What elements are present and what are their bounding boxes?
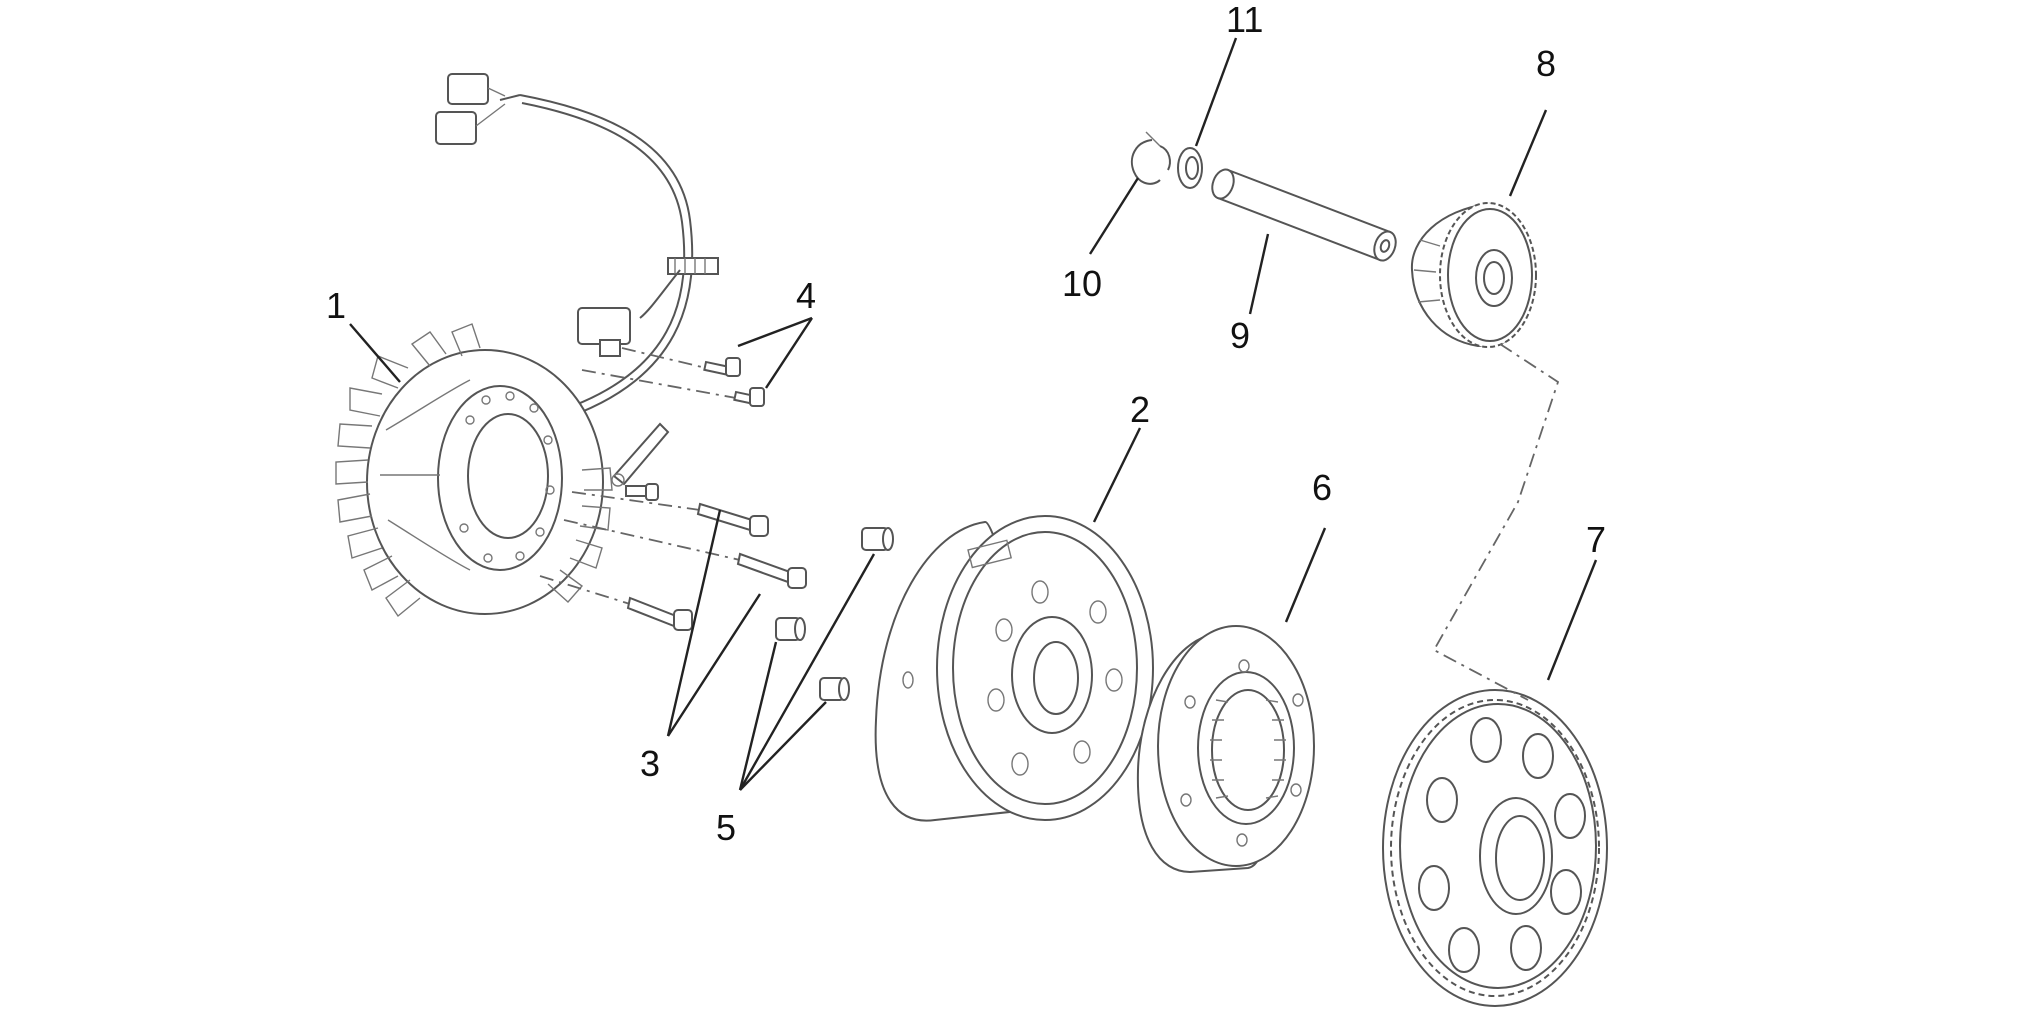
callout-10: 10 [1062,263,1102,304]
callout-11: 11 [1226,0,1263,40]
assembly-line-7-8 [1432,343,1560,701]
callout-2: 2 [1130,389,1150,430]
idler-shaft [1211,168,1397,262]
callout-6: 6 [1312,467,1332,508]
callout-5: 5 [716,807,736,848]
starter-clutch [1136,625,1315,874]
callout-1: 1 [326,285,346,326]
leader-lines [349,37,1598,791]
wiring-harness [435,73,719,421]
screws-4 [581,347,765,407]
studs-5 [775,527,894,701]
stator [335,323,613,618]
starter-driven-gear [1382,689,1608,1007]
callout-labels: 1 2 3 4 5 6 7 8 9 10 11 [326,0,1606,848]
flywheel-rotor [874,515,1154,822]
cable-clamp [611,422,670,501]
callout-3: 3 [640,743,660,784]
washer [1177,147,1203,189]
callout-4: 4 [796,275,816,316]
idler-gear [1410,202,1537,348]
callout-8: 8 [1536,43,1556,84]
circlip [1130,131,1171,185]
callout-7: 7 [1586,519,1606,560]
callout-9: 9 [1230,315,1250,356]
